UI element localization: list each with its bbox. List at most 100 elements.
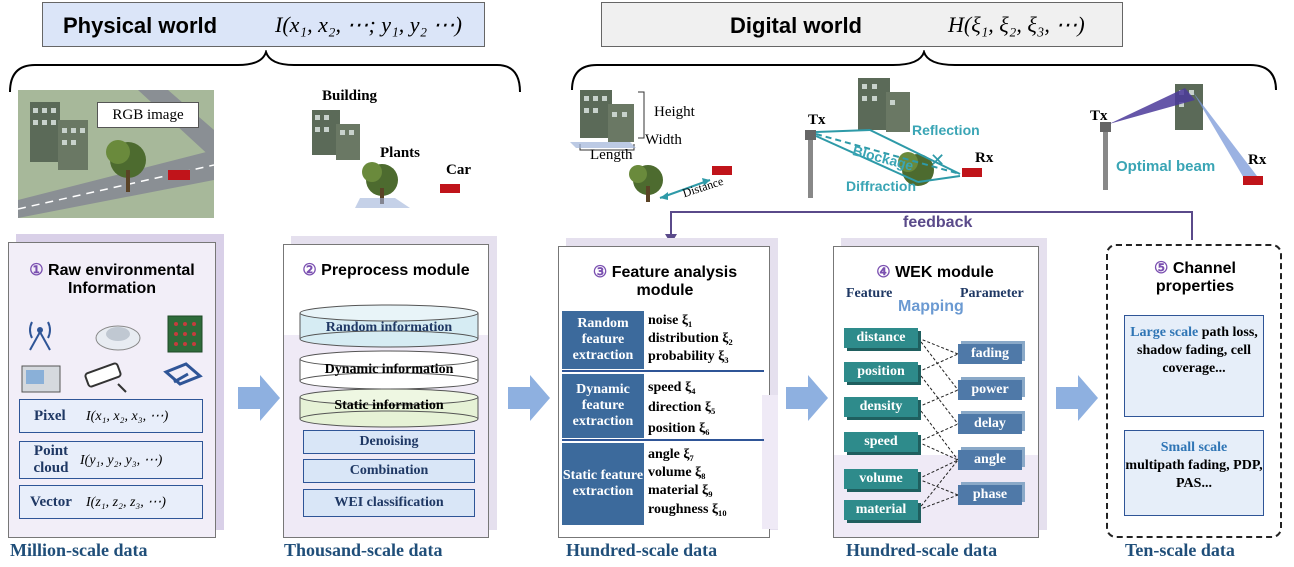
module-2-title-text: Preprocess module <box>321 262 470 279</box>
feature-item: distribution ξ₂ <box>648 331 733 347</box>
flow-arrow-2 <box>508 375 550 421</box>
flow-arrow-4 <box>1056 375 1098 421</box>
module-1-number: ① <box>29 262 44 279</box>
feedback-label: feedback <box>903 214 973 231</box>
width-label: Width <box>645 132 682 148</box>
step-denoising: Denoising <box>303 430 475 454</box>
module-1-title-text: Raw environmental Information <box>48 262 195 298</box>
module-1-title: ① Raw environmental Information <box>14 262 210 299</box>
svg-text:✕: ✕ <box>930 150 945 170</box>
radar-panel-icon <box>167 315 203 353</box>
camera-icon <box>84 362 127 393</box>
random-feature-group: Random feature extraction <box>562 311 644 369</box>
mapping-label: Mapping <box>898 298 964 315</box>
rx-label-1: Rx <box>975 150 994 166</box>
group-divider <box>562 439 764 441</box>
raw-row-pixel: Pixel I(x₁, x₂, x₃, ⋯) <box>19 399 203 433</box>
static-feature-group: Static feature extraction <box>562 443 644 525</box>
feature-item: speed ξ₄ <box>648 380 696 395</box>
small-scale-box: Small scale multipath fading, PDP, PAS..… <box>1124 430 1264 516</box>
module-4-title-text: WEK module <box>895 264 994 281</box>
flow-arrow-3 <box>786 375 828 421</box>
parameter-fading: fading <box>958 344 1022 364</box>
feature-speed: speed <box>844 432 918 452</box>
feature-item: direction ξ₅ <box>648 400 716 416</box>
feature-item: position ξ₆ <box>648 420 710 436</box>
reflection-label: Reflection <box>912 122 980 138</box>
module-5-number: ⑤ <box>1154 260 1169 277</box>
feature-item: roughness ξ₁₀ <box>648 501 727 517</box>
raw-row-formula: I(y₁, y₂, y₃, ⋯) <box>80 453 163 468</box>
module-2-number: ② <box>302 262 317 279</box>
feature-position: position <box>844 362 918 382</box>
group-divider <box>562 370 764 372</box>
parameter-angle: angle <box>958 450 1022 470</box>
cylinder-static <box>299 388 479 428</box>
module-3-number: ③ <box>592 264 608 281</box>
module-5-title-text: Channel properties <box>1155 260 1236 296</box>
digital-world-header: Digital world H(ξ₁, ξ₂, ξ₃, ⋯) <box>601 2 1123 47</box>
step-combination: Combination <box>303 459 475 483</box>
parameter-delay: delay <box>958 414 1022 434</box>
cylinder-stack <box>299 304 479 428</box>
small-scale-highlight: Small scale <box>1160 440 1228 455</box>
module-1-scale: Million-scale data <box>10 540 148 560</box>
tx-label-1: Tx <box>808 112 826 128</box>
module-3-title: ③ Feature analysis module <box>570 264 760 301</box>
module-3-title-text: Feature analysis module <box>611 264 738 300</box>
raw-row-vector: Vector I(z₁, z₂, z₃, ⋯) <box>19 485 203 519</box>
module-4-scale: Hundred-scale data <box>846 540 998 560</box>
feature-density: density <box>844 397 918 417</box>
raw-row-formula: I(z₁, z₂, z₃, ⋯) <box>86 495 166 510</box>
analyzer-icon <box>21 365 61 393</box>
raw-row-label: Pixel <box>34 408 66 424</box>
feature-item: probability ξ₃ <box>648 349 729 365</box>
digital-world-title: Digital world <box>730 13 862 38</box>
building-label: Building <box>322 88 378 104</box>
cylinder-dynamic-label: Dynamic information <box>324 362 454 377</box>
module-4-number: ④ <box>876 264 891 281</box>
feature-material: material <box>844 500 918 520</box>
feature-column-label: Feature <box>846 286 893 301</box>
module-5-scale: Ten-scale data <box>1125 540 1235 560</box>
random-feature-items: noise ξ₁ distribution ξ₂ probability ξ₃ <box>648 312 733 367</box>
lidar-icon <box>95 325 141 351</box>
feature-item: noise ξ₁ <box>648 313 693 328</box>
physical-brace <box>9 50 1277 93</box>
car-label: Car <box>446 162 471 178</box>
propagation-scene: ✕ <box>805 78 982 198</box>
object-illustrations <box>312 110 460 208</box>
sensor-icons <box>21 315 203 393</box>
tx-label-2: Tx <box>1090 108 1108 124</box>
parameter-power: power <box>958 380 1022 400</box>
raw-row-point-cloud: Point cloud I(y₁, y₂, y₃, ⋯) <box>19 441 203 479</box>
satellite-icon <box>163 362 203 386</box>
module-5-title: ⑤ Channel properties <box>1130 260 1260 297</box>
parameter-phase: phase <box>958 485 1022 505</box>
module-2-title: ② Preprocess module <box>288 262 484 280</box>
physical-world-formula: I(x₁, x₂, ⋯; y₁, y₂ ⋯) <box>275 12 462 37</box>
physical-world-header: Physical world I(x₁, x₂, ⋯; y₁, y₂ ⋯) <box>42 2 485 47</box>
raw-row-label: Point cloud <box>33 443 69 476</box>
feature-item: material ξ₉ <box>648 483 713 499</box>
length-label: Length <box>590 147 633 163</box>
feature-item: angle ξ₇ <box>648 447 694 462</box>
digital-world-formula: H(ξ₁, ξ₂, ξ₃, ⋯) <box>948 12 1085 37</box>
large-scale-box: Large scale path loss, shadow fading, ce… <box>1124 315 1264 417</box>
cylinder-random-label: Random information <box>325 320 453 335</box>
parameter-column-label: Parameter <box>960 286 1024 301</box>
dimension-scene <box>570 90 732 202</box>
height-label: Height <box>654 104 695 120</box>
rgb-image-label: RGB image <box>97 102 199 128</box>
feature-volume: volume <box>844 469 918 489</box>
small-scale-text: multipath fading, PDP, PAS... <box>1125 458 1263 492</box>
dynamic-feature-items: speed ξ₄ direction ξ₅ position ξ₆ <box>648 378 715 439</box>
dynamic-feature-group: Dynamic feature extraction <box>562 374 644 438</box>
step-wei-classification: WEI classification <box>303 489 475 517</box>
module-2-scale: Thousand-scale data <box>284 540 443 560</box>
cylinder-static-label: Static information <box>334 398 444 413</box>
diffraction-label: Diffraction <box>846 178 916 194</box>
feature-item: volume ξ₈ <box>648 465 706 481</box>
